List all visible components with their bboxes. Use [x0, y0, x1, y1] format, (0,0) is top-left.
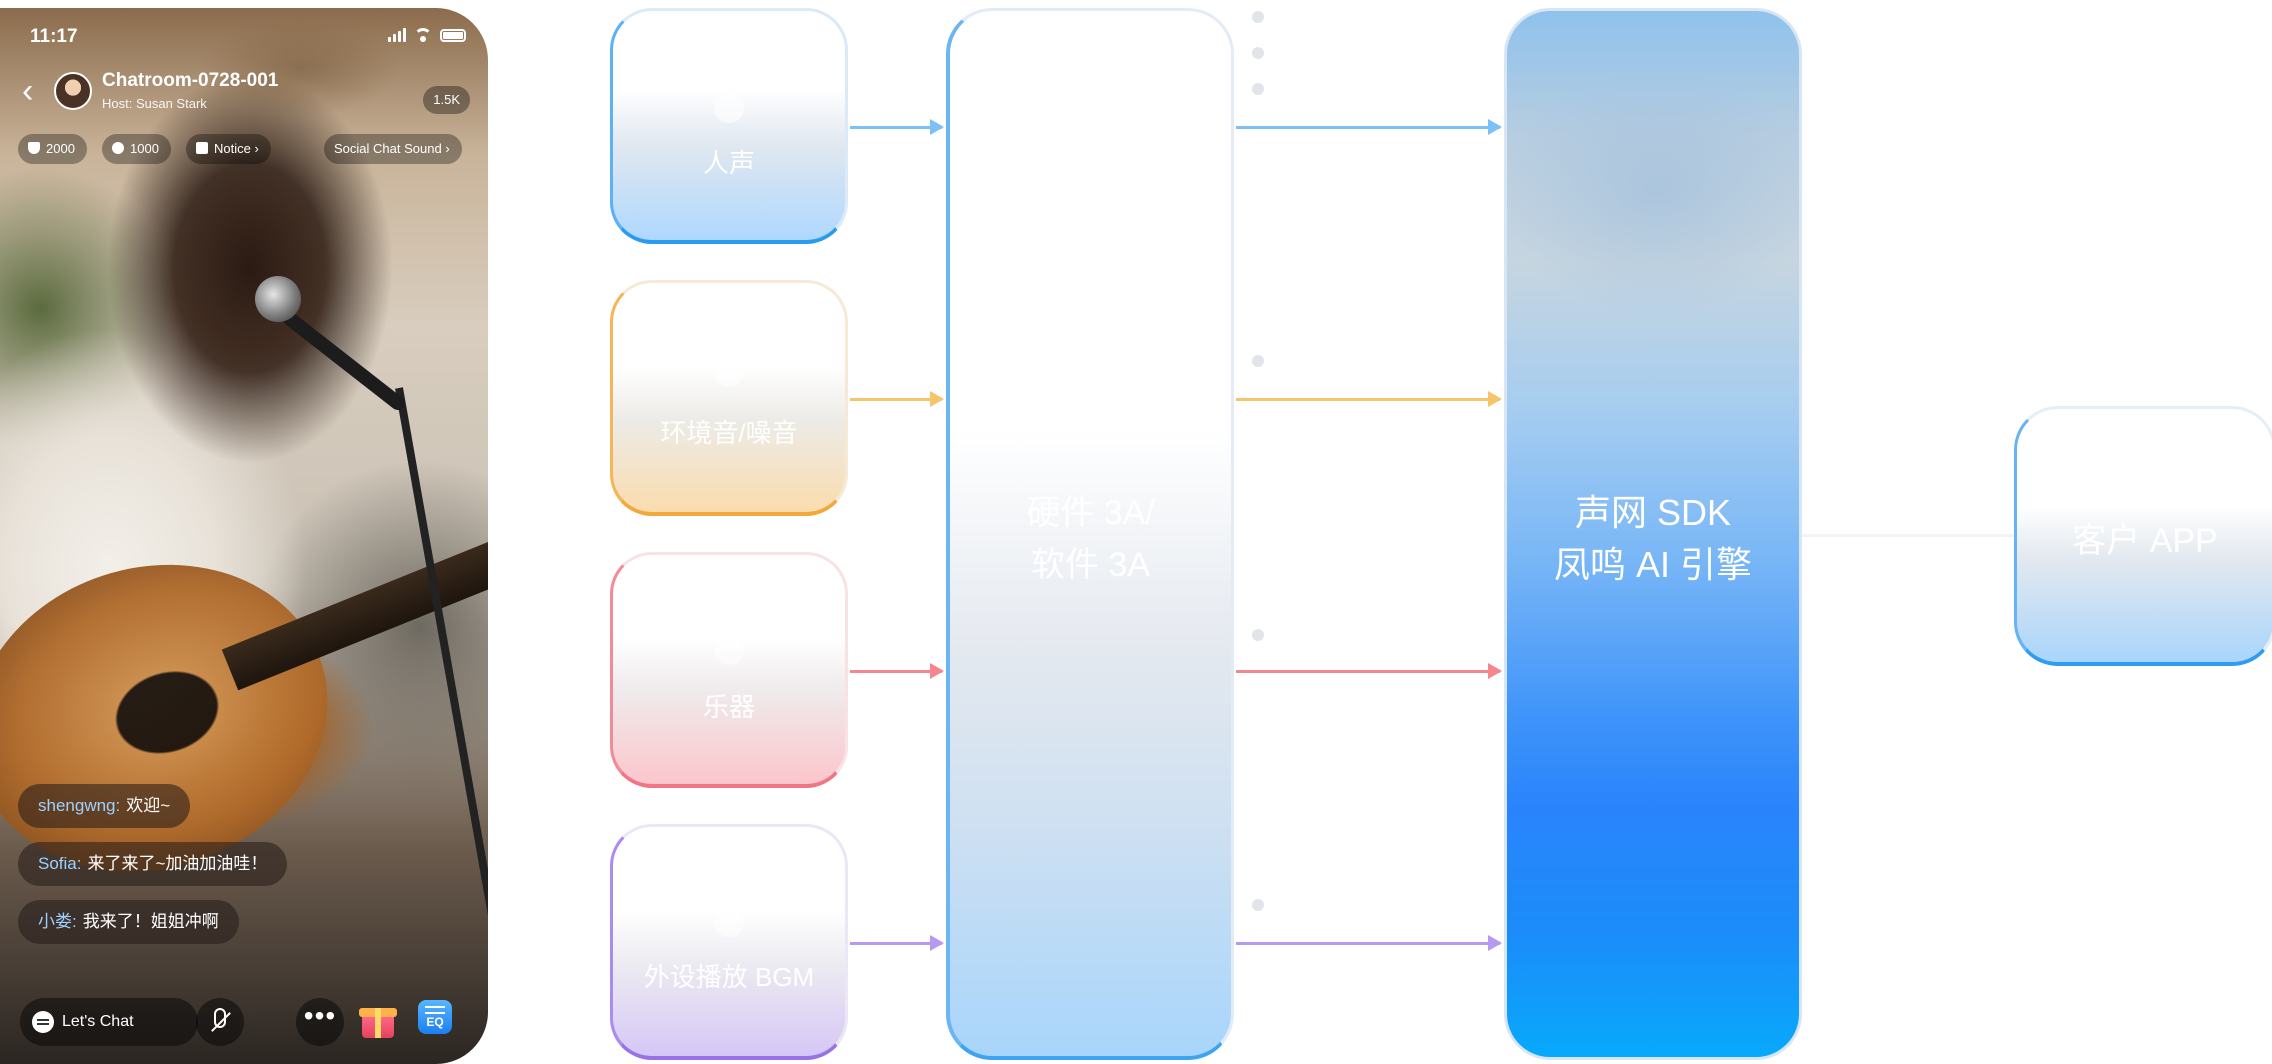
signal-icon — [388, 28, 406, 42]
arrow-bgm-to-3a — [850, 935, 944, 951]
back-icon[interactable]: ‹ — [22, 72, 34, 110]
arrow-3a-to-sdk-voice — [1236, 119, 1502, 135]
source-bgm-box: 外设播放 BGM — [610, 824, 848, 1060]
instrument-icon — [714, 635, 744, 665]
comment-user: 小娄: — [38, 912, 77, 931]
viewer-count-badge[interactable]: 1.5K — [423, 86, 470, 114]
microphone-photo — [255, 276, 301, 322]
comment-user: shengwng: — [38, 796, 121, 815]
annotation-bullet — [1252, 8, 1276, 31]
source-ambient-box: 环境音/噪音 — [610, 280, 848, 516]
client-app-label: 客户 APP — [2072, 522, 2218, 560]
sdk-engine-label: 声网 SDK 凤鸣 AI 引擎 — [1507, 487, 1799, 591]
annotation-bullet — [1252, 896, 1276, 919]
more-button[interactable]: ••• — [296, 998, 344, 1046]
status-bar: 11:17 — [0, 8, 488, 64]
chat-comment[interactable]: shengwng: 欢迎~ — [18, 784, 191, 828]
annotation-bullet — [1252, 44, 1276, 67]
eq-button[interactable]: EQ — [418, 1000, 452, 1034]
room-header: ‹ Chatroom-0728-001 Host: Susan Stark 1.… — [0, 66, 488, 122]
mic-pole — [395, 387, 488, 1059]
host-avatar[interactable] — [54, 72, 92, 110]
room-host: Host: Susan Stark — [102, 96, 207, 111]
coins-count: 1000 — [130, 141, 159, 156]
bgm-icon — [714, 907, 744, 937]
fans-count: 2000 — [46, 141, 75, 156]
chat-placeholder: Let's Chat — [62, 1013, 134, 1030]
annotation-bullet — [1252, 352, 1276, 375]
chat-comment[interactable]: 小娄: 我来了！姐姐冲啊 — [18, 900, 239, 944]
arrow-ambient-to-3a — [850, 391, 944, 407]
annotation-bullet — [1252, 626, 1276, 649]
chat-bubble-icon — [32, 1011, 54, 1033]
fans-icon — [28, 142, 40, 154]
mute-mic-button[interactable] — [196, 998, 244, 1046]
source-bgm-label: 外设播放 BGM — [643, 962, 815, 992]
source-voice-box: 人声 — [610, 8, 848, 244]
arrow-instrument-to-3a — [850, 663, 944, 679]
room-title: Chatroom-0728-001 — [102, 70, 279, 91]
bottom-toolbar: Let's Chat ••• EQ — [0, 998, 488, 1054]
status-icons — [388, 28, 466, 42]
coin-icon — [112, 142, 124, 154]
processing-3a-line1: 硬件 3A/ — [1026, 494, 1155, 532]
notice-chevron-icon: › — [254, 141, 259, 156]
notice-icon — [196, 142, 208, 154]
sdk-to-app-connector — [1802, 534, 2014, 537]
fans-chip[interactable]: 2000 — [18, 134, 87, 164]
processing-3a-line2: 软件 3A — [1030, 546, 1151, 584]
sound-mode-chevron-icon: › — [445, 141, 450, 156]
source-voice-label: 人声 — [702, 148, 755, 178]
chat-comments: shengwng: 欢迎~ Sofia: 来了来了~加油加油哇！ 小娄: 我来了！姐姐… — [18, 784, 288, 958]
comment-text: 我来了！姐姐冲啊 — [82, 912, 219, 931]
sound-mode-chip[interactable]: Social Chat Sound › — [324, 134, 462, 164]
sdk-line2: 凤鸣 AI 引擎 — [1553, 544, 1753, 585]
sdk-line1: 声网 SDK — [1574, 492, 1732, 533]
mic-stand — [280, 309, 408, 413]
notice-chip[interactable]: Notice › — [186, 134, 271, 164]
gift-ribbon — [375, 1008, 381, 1038]
arrow-3a-to-sdk-instrument — [1236, 663, 1502, 679]
comment-text: 来了来了~加油加油哇！ — [87, 854, 268, 873]
comment-text: 欢迎~ — [126, 796, 171, 815]
ambient-icon — [714, 357, 744, 387]
coins-chip[interactable]: 1000 — [102, 134, 171, 164]
annotation-bullet — [1252, 80, 1276, 103]
comment-user: Sofia: — [38, 854, 82, 873]
processing-3a-label: 硬件 3A/ 软件 3A — [950, 487, 1231, 591]
arrow-voice-to-3a — [850, 119, 944, 135]
gift-button[interactable] — [356, 1000, 400, 1044]
chat-comment[interactable]: Sofia: 来了来了~加油加油哇！ — [18, 842, 288, 886]
sound-mode-label: Social Chat Sound — [334, 141, 442, 156]
client-app-box: 客户 APP — [2014, 406, 2272, 666]
battery-icon — [440, 28, 466, 42]
source-instrument-label: 乐器 — [702, 692, 755, 722]
sdk-engine-box: 声网 SDK 凤鸣 AI 引擎 — [1504, 8, 1802, 1060]
voice-icon — [714, 93, 744, 123]
arrow-3a-to-sdk-bgm — [1236, 935, 1502, 951]
chat-input[interactable]: Let's Chat — [20, 998, 198, 1046]
phone-screen: 11:17 ‹ Chatroom-0728-001 Host: Susan St… — [0, 8, 488, 1064]
arrow-3a-to-sdk-ambient — [1236, 391, 1502, 407]
source-instrument-box: 乐器 — [610, 552, 848, 788]
status-time: 11:17 — [30, 26, 78, 47]
notice-label: Notice — [214, 141, 251, 156]
room-stats-bar: 2000 1000 Notice › Social Chat Sound › — [0, 134, 488, 166]
source-ambient-label: 环境音/噪音 — [660, 418, 798, 448]
processing-3a-box: 硬件 3A/ 软件 3A — [946, 8, 1234, 1060]
wifi-icon — [414, 28, 432, 42]
